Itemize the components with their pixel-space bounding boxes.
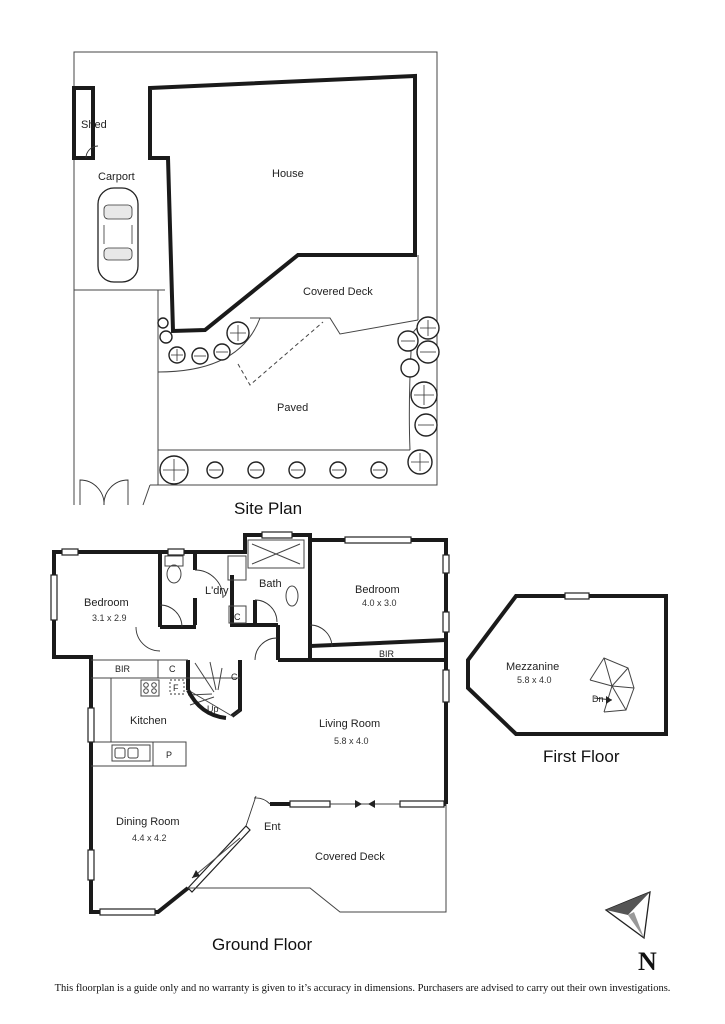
size-bedroom-left: 3.1 x 2.9 bbox=[92, 613, 127, 623]
stove-icon bbox=[140, 679, 160, 697]
label-living-room: Living Room bbox=[319, 718, 380, 730]
label-entry: Ent bbox=[264, 821, 281, 833]
label-dining-room: Dining Room bbox=[116, 816, 180, 828]
label-stairs-up: Up bbox=[207, 704, 219, 714]
north-compass-icon: N bbox=[604, 890, 657, 976]
sink-icon bbox=[111, 744, 151, 762]
label-carport: Carport bbox=[98, 171, 135, 183]
label-stairs-down: Dn bbox=[592, 694, 604, 704]
label-bedroom-left: Bedroom bbox=[84, 597, 129, 609]
mezzanine-stairs bbox=[589, 657, 635, 713]
label-mezzanine: Mezzanine bbox=[506, 661, 559, 673]
site-boundary bbox=[73, 51, 438, 505]
label-cupboard-2: C bbox=[234, 612, 241, 622]
size-living-room: 5.8 x 4.0 bbox=[334, 736, 369, 746]
label-bath: Bath bbox=[259, 578, 282, 590]
shed-outline bbox=[72, 86, 95, 160]
label-covered-deck: Covered Deck bbox=[315, 851, 385, 863]
first-floor-title: First Floor bbox=[543, 747, 620, 766]
size-dining-room: 4.4 x 4.2 bbox=[132, 833, 167, 843]
label-shed: Shed bbox=[81, 119, 107, 131]
site-plan: Shed Carport House Covered Deck Paved Si… bbox=[72, 51, 440, 518]
label-fridge: F bbox=[173, 683, 179, 693]
house-outline bbox=[148, 73, 417, 334]
ground-floor: Bedroom 3.1 x 2.9 L'dry Bath Bedroom 4.0… bbox=[50, 531, 450, 954]
compass-letter: N bbox=[638, 947, 657, 976]
label-kitchen: Kitchen bbox=[130, 715, 167, 727]
ground-stairs bbox=[186, 661, 233, 720]
label-bir-right: BIR bbox=[379, 649, 395, 659]
label-bir-left: BIR bbox=[115, 664, 131, 674]
mezzanine-outline bbox=[466, 594, 668, 736]
disclaimer-text: This floorplan is a guide only and no wa… bbox=[54, 983, 671, 994]
label-paved: Paved bbox=[277, 402, 308, 414]
label-cupboard-3: C bbox=[231, 672, 238, 682]
first-floor: Mezzanine 5.8 x 4.0 Dn First Floor bbox=[466, 592, 668, 766]
label-bedroom-right: Bedroom bbox=[355, 584, 400, 596]
site-plan-title: Site Plan bbox=[234, 499, 302, 518]
label-house: House bbox=[272, 168, 304, 180]
label-site-covered-deck: Covered Deck bbox=[303, 286, 373, 298]
label-laundry: L'dry bbox=[205, 585, 229, 597]
fridge-space bbox=[169, 679, 185, 695]
car-icon bbox=[97, 187, 139, 283]
label-pantry: P bbox=[166, 750, 172, 760]
ground-floor-title: Ground Floor bbox=[212, 935, 312, 954]
size-bedroom-right: 4.0 x 3.0 bbox=[362, 598, 397, 608]
size-mezzanine: 5.8 x 4.0 bbox=[517, 675, 552, 685]
label-cupboard-1: C bbox=[169, 664, 176, 674]
site-trees bbox=[157, 316, 440, 485]
